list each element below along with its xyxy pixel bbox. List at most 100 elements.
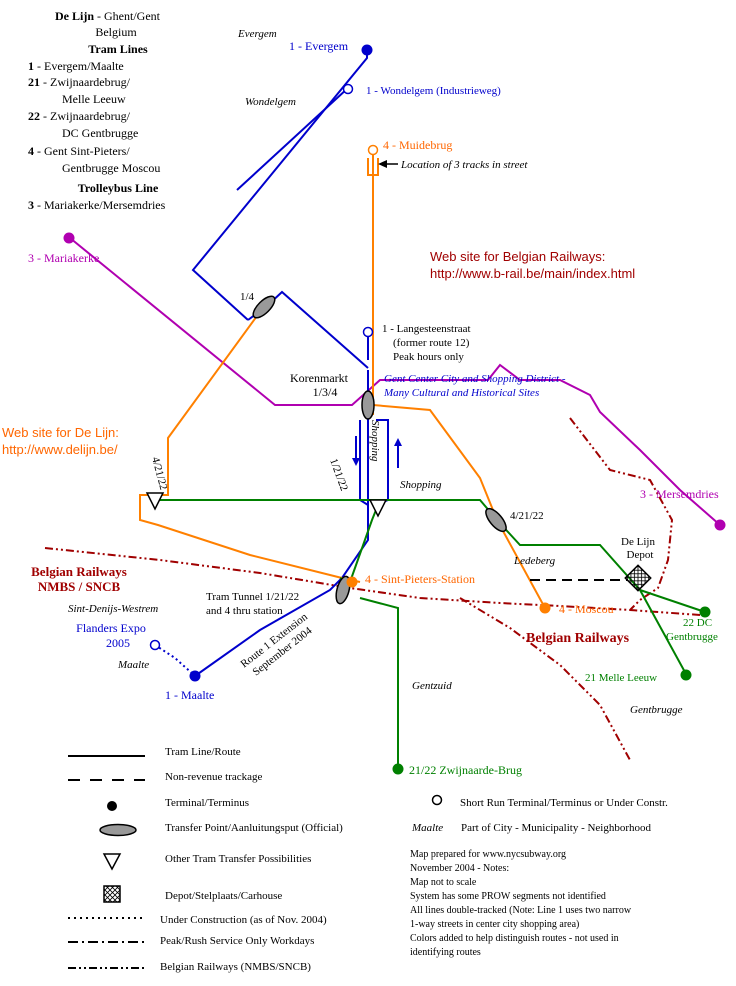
note-line-1: November 2004 - Notes: bbox=[410, 863, 509, 874]
legend-label-rail: Belgian Railways (NMBS/SNCB) bbox=[160, 961, 311, 973]
railway-lines bbox=[44, 417, 701, 761]
label-korenmarkt-1: Korenmarkt bbox=[290, 371, 349, 385]
transfer-point-4-21-22[interactable] bbox=[482, 505, 509, 534]
label-muidebrug: 4 - Muidebrug bbox=[383, 138, 452, 152]
short-run-muidebrug[interactable] bbox=[367, 144, 379, 156]
label-1-21-22: 1/21/22 bbox=[327, 457, 350, 493]
label-zwijnaarde: 21/22 Zwijnaarde-Brug bbox=[409, 763, 522, 777]
terminal-mariakerke[interactable] bbox=[63, 232, 75, 244]
note-line-6: Colors added to help distinguish routes … bbox=[410, 933, 619, 944]
label-ledeberg: Ledeberg bbox=[513, 555, 556, 567]
transfer-point-1-4[interactable] bbox=[250, 293, 278, 321]
line-3-route bbox=[69, 237, 721, 526]
label-korenmarkt-2: 1/3/4 bbox=[313, 385, 338, 399]
label-gent-center-2: Many Cultural and Historical Sites bbox=[383, 387, 539, 399]
trolley-text: - Mariakerke/Mersemdries bbox=[34, 198, 166, 212]
legend-label-construction: Under Construction (as of Nov. 2004) bbox=[160, 914, 327, 926]
label-sint-pieters: 4 - Sint-Pieters-Station bbox=[365, 572, 475, 586]
header-line-4: DC Gentbrugge bbox=[62, 126, 138, 140]
notes-block: Map prepared for www.nycsubway.orgNovemb… bbox=[410, 849, 632, 958]
header-line-2: Melle Leeuw bbox=[62, 92, 126, 106]
trolley-number: 3 bbox=[28, 198, 34, 212]
terminal-zwijnaarde[interactable] bbox=[392, 763, 404, 775]
label-dc-2: Gentbrugge bbox=[666, 631, 718, 643]
terminal-mersemdries[interactable] bbox=[714, 519, 726, 531]
label-flanders-1: Flanders Expo bbox=[76, 621, 146, 635]
terminal-maalte[interactable] bbox=[189, 670, 201, 682]
line-1-construction bbox=[154, 644, 196, 677]
terminal-melle-leeuw[interactable] bbox=[680, 669, 692, 681]
label-delijn-web-2: http://www.delijn.be/ bbox=[2, 442, 118, 457]
label-langesteen-1: 1 - Langesteenstraat bbox=[382, 323, 471, 335]
legend-label-terminal: Terminal/Terminus bbox=[165, 797, 249, 809]
header-line-3: 22 - Zwijnaardebrug/ bbox=[28, 109, 131, 123]
label-three-tracks: Location of 3 tracks in street bbox=[400, 159, 528, 171]
railway-depot-branch bbox=[569, 417, 674, 611]
label-rail-web-2: http://www.b-rail.be/main/index.html bbox=[430, 266, 635, 281]
label-evergem-area: Evergem bbox=[237, 28, 277, 40]
other-transfer-center[interactable] bbox=[368, 499, 388, 518]
label-melle-leeuw: 21 Melle Leeuw bbox=[585, 672, 657, 684]
header-line-0: 1 - Evergem/Maalte bbox=[28, 59, 124, 73]
label-evergem-terminal: 1 - Evergem bbox=[289, 39, 349, 53]
note-line-0: Map prepared for www.nycsubway.org bbox=[410, 849, 566, 860]
other-transfer-west[interactable] bbox=[145, 492, 165, 511]
legend-short-run: Short Run Terminal/Terminus or Under Con… bbox=[460, 797, 668, 809]
depot-icon[interactable] bbox=[624, 564, 652, 592]
terminal-evergem[interactable] bbox=[361, 44, 373, 56]
header-line-6: Gentbrugge Moscou bbox=[62, 161, 160, 175]
shopping-arrows bbox=[352, 436, 402, 468]
short-run-flanders-expo[interactable] bbox=[149, 639, 161, 651]
header-subtitle: - Ghent/Gent bbox=[94, 9, 161, 23]
label-maalte-terminal: 1 - Maalte bbox=[165, 688, 214, 702]
label-maalte-area: Maalte bbox=[117, 659, 149, 671]
note-line-4: All lines double-tracked (Note: Line 1 u… bbox=[410, 905, 632, 916]
legend-label-nonrev: Non-revenue trackage bbox=[165, 771, 263, 783]
label-langesteen-2: (former route 12) bbox=[393, 337, 470, 349]
label-tunnel-1: Tram Tunnel 1/21/22 bbox=[206, 591, 299, 603]
transfer-point-korenmarkt[interactable] bbox=[361, 390, 375, 420]
label-sint-denijs: Sint-Denijs-Westrem bbox=[68, 603, 158, 615]
label-depot-1: De Lijn bbox=[621, 536, 655, 548]
header-line-1: 21 - Zwijnaardebrug/ bbox=[28, 75, 131, 89]
three-tracks-arrow bbox=[378, 160, 398, 168]
label-wondelgem-area: Wondelgem bbox=[245, 96, 296, 108]
transfer-point-sint-pieters[interactable] bbox=[334, 575, 353, 605]
header-title: De Lijn bbox=[55, 9, 94, 23]
label-langesteen-3: Peak hours only bbox=[393, 351, 464, 363]
label-belgian-railways: Belgian Railways bbox=[526, 631, 630, 646]
terminal-dc-gentbrugge[interactable] bbox=[699, 606, 711, 618]
label-depot-2: Depot bbox=[627, 549, 654, 561]
railway-southeast-line bbox=[459, 597, 631, 761]
label-dc-1: 22 DC bbox=[683, 617, 712, 629]
terminal-sint-pieters[interactable] bbox=[346, 576, 358, 588]
label-gentbrugge: Gentbrugge bbox=[630, 704, 683, 716]
legend-label-transfer: Transfer Point/Aanluitungsput (Official) bbox=[165, 822, 343, 834]
map-labels: Evergem 1 - Evergem 1 - Wondelgem (Indus… bbox=[2, 28, 719, 777]
label-rail-web-1: Web site for Belgian Railways: bbox=[430, 249, 605, 264]
trolley-heading: Trolleybus Line bbox=[78, 181, 159, 195]
note-line-7: identifying routes bbox=[410, 947, 481, 958]
label-4-21-22-left: 4/21/22 bbox=[149, 456, 169, 492]
legend-label-tram: Tram Line/Route bbox=[165, 746, 241, 758]
header-block: De Lijn - Ghent/Gent Belgium Tram Lines … bbox=[28, 9, 166, 212]
svg-text:De Lijn - Ghent/Gent: De Lijn - Ghent/Gent bbox=[55, 9, 161, 23]
tram-heading: Tram Lines bbox=[88, 42, 148, 56]
legend-label-depot: Depot/Stelplaats/Carhouse bbox=[165, 890, 282, 902]
svg-text:3 - Mariakerke/Mersemdries: 3 - Mariakerke/Mersemdries bbox=[28, 198, 166, 212]
note-line-5: 1-way streets in center city shopping ar… bbox=[410, 919, 579, 930]
short-run-langesteen[interactable] bbox=[362, 326, 374, 338]
label-delijn-web-1: Web site for De Lijn: bbox=[2, 425, 119, 440]
legend-maalte-desc: Part of City - Municipality - Neighborho… bbox=[461, 822, 652, 834]
label-gent-center-1: Gent Center City and Shopping District - bbox=[384, 373, 566, 385]
railway-main-line bbox=[44, 547, 701, 616]
terminal-moscou[interactable] bbox=[539, 602, 551, 614]
legend-maalte-example: Maalte bbox=[411, 822, 443, 834]
line-4-route bbox=[139, 155, 546, 609]
label-tunnel-2: and 4 thru station bbox=[206, 605, 283, 617]
label-gentzuid: Gentzuid bbox=[412, 680, 452, 692]
short-run-wondelgem[interactable] bbox=[342, 83, 354, 95]
